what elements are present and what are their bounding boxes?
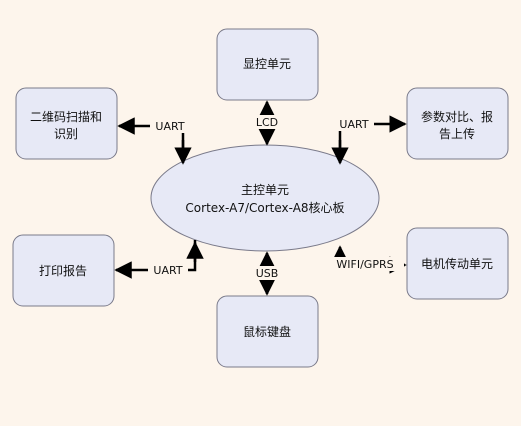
lcd-label-bg (252, 115, 283, 129)
qr-scan-label-line2: 识别 (54, 127, 78, 141)
param-compare-label-line2: 告上传 (439, 126, 475, 141)
keyboard-mouse-box: 鼠标键盘 (216, 295, 319, 368)
qr-scan-box: 二维码扫描和 识别 (15, 87, 118, 160)
display-unit-label: 显控单元 (243, 57, 291, 71)
params-uart-label: UART (339, 118, 368, 131)
qr-uart-connection: UART (117, 117, 192, 165)
lcd-connection: LCD (252, 100, 283, 146)
display-unit-box: 显控单元 (216, 28, 319, 101)
lcd-label: LCD (256, 116, 278, 129)
print-report-box: 打印报告 (12, 234, 115, 307)
qr-uart-label: UART (155, 120, 184, 133)
wifi-gprs-label: WIFI/GPRS (336, 258, 393, 271)
usb-label-bg (253, 266, 281, 280)
main-control-label: 主控单元 (241, 183, 289, 197)
print-uart-connection: UART (114, 240, 204, 279)
motor-drive-box: 电机传动单元 (406, 227, 509, 300)
qr-uart-label-bg (150, 119, 190, 133)
motor-drive-label: 电机传动单元 (421, 256, 493, 271)
core-board-label: Cortex-A7/Cortex-A8核心板 (185, 201, 344, 215)
keyboard-mouse-label: 鼠标键盘 (243, 324, 291, 339)
wifi-gprs-label-bg (327, 257, 404, 271)
print-report-label: 打印报告 (39, 263, 87, 278)
params-uart-connection: UART (331, 115, 407, 165)
usb-label: USB (256, 267, 279, 280)
qr-scan-label-line1: 二维码扫描和 (30, 110, 102, 124)
print-uart-label: UART (153, 264, 182, 277)
param-compare-box: 参数对比、报 告上传 (406, 87, 509, 160)
usb-connection: USB (253, 251, 281, 296)
param-compare-label-line1: 参数对比、报 (421, 109, 493, 124)
params-uart-label-bg (334, 117, 374, 131)
main-control-ellipse: 主控单元 Cortex-A7/Cortex-A8核心板 (150, 144, 380, 252)
print-uart-label-bg (148, 263, 188, 277)
wifi-gprs-connection: WIFI/GPRS (327, 245, 407, 274)
